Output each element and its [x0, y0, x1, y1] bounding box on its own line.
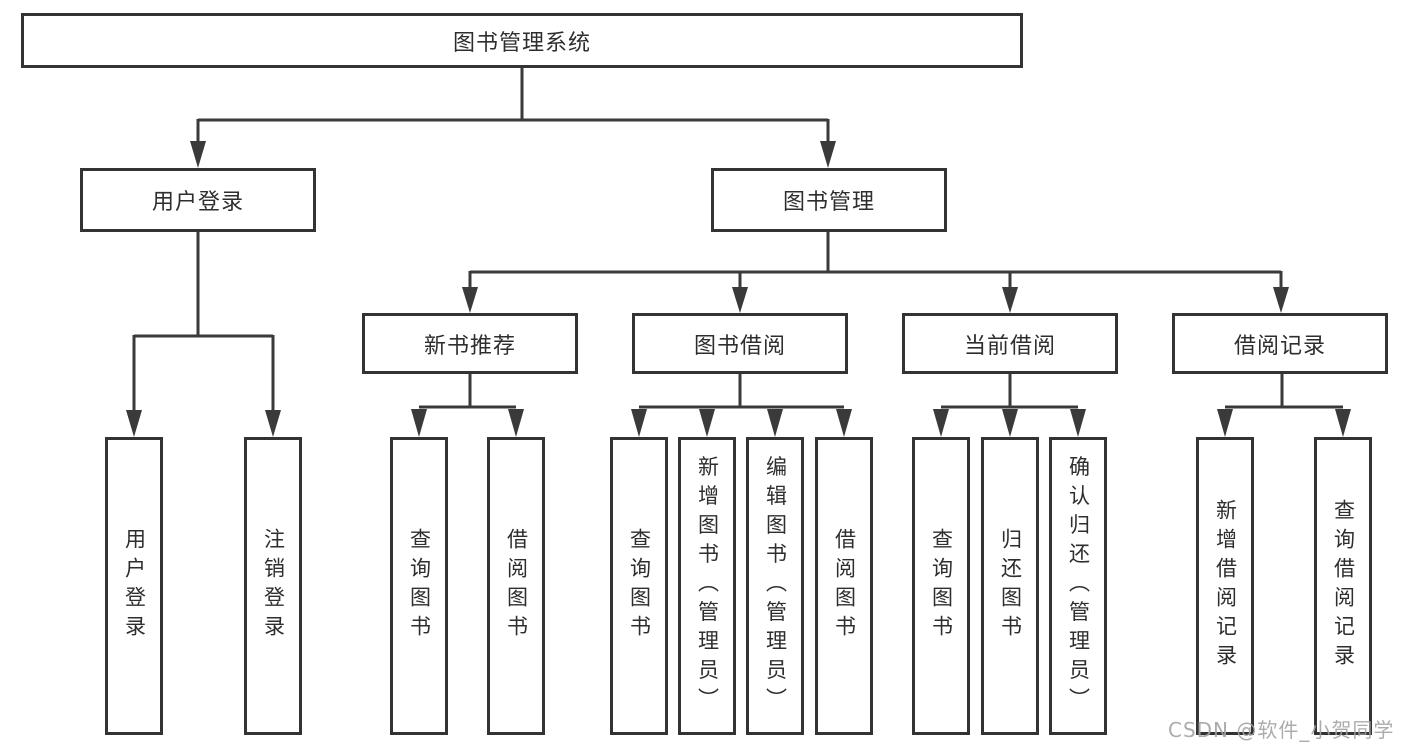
- leaf-return-book-label: 归还图书: [998, 528, 1023, 644]
- node-new-book-recommend: 新书推荐: [362, 313, 578, 374]
- node-book-management: 图书管理: [711, 168, 947, 232]
- leaf-edit-book-admin: 编辑图书（管理员）: [746, 437, 804, 735]
- node-book-borrowing: 图书借阅: [632, 313, 848, 374]
- watermark: CSDN @软件_小贺同学: [1168, 718, 1395, 742]
- leaf-query-book-current: 查询图书: [912, 437, 970, 735]
- leaf-query-book-current-label: 查询图书: [929, 528, 954, 644]
- node-new-book-recommend-label: 新书推荐: [423, 333, 516, 359]
- node-book-borrowing-label: 图书借阅: [693, 333, 786, 359]
- node-user-login-label: 用户登录: [151, 190, 244, 215]
- leaf-query-borrow-record-label: 查询借阅记录: [1331, 499, 1356, 673]
- leaf-add-borrow-record: 新增借阅记录: [1196, 437, 1254, 735]
- leaf-add-book-admin: 新增图书（管理员）: [678, 437, 736, 735]
- leaf-user-login: 用户登录: [105, 437, 163, 735]
- leaf-edit-book-admin-label: 编辑图书（管理员）: [763, 455, 788, 717]
- leaf-add-borrow-record-label: 新增借阅记录: [1213, 499, 1238, 673]
- leaf-borrow-book-recommend-label: 借阅图书: [504, 528, 529, 644]
- leaf-confirm-return-admin: 确认归还（管理员）: [1049, 437, 1107, 735]
- leaf-borrow-book-recommend: 借阅图书: [487, 437, 545, 735]
- leaf-query-borrow-record: 查询借阅记录: [1314, 437, 1372, 735]
- leaf-logout: 注销登录: [244, 437, 302, 735]
- leaf-user-login-label: 用户登录: [122, 528, 147, 644]
- leaf-return-book: 归还图书: [981, 437, 1039, 735]
- leaf-query-book-borrowing: 查询图书: [610, 437, 668, 735]
- leaf-borrow-book-label: 借阅图书: [832, 528, 857, 644]
- node-root-label: 图书管理系统: [452, 30, 591, 56]
- node-user-login: 用户登录: [80, 168, 316, 232]
- leaf-query-book-recommend-label: 查询图书: [407, 528, 432, 644]
- node-current-borrowing-label: 当前借阅: [963, 333, 1056, 359]
- leaf-query-book-borrowing-label: 查询图书: [627, 528, 652, 644]
- leaf-logout-label: 注销登录: [261, 528, 286, 644]
- node-root: 图书管理系统: [21, 13, 1023, 68]
- node-borrowing-records-label: 借阅记录: [1233, 333, 1326, 359]
- node-current-borrowing: 当前借阅: [902, 313, 1118, 374]
- arrowheads: [126, 141, 1351, 437]
- leaf-add-book-admin-label: 新增图书（管理员）: [695, 455, 720, 717]
- node-borrowing-records: 借阅记录: [1172, 313, 1388, 374]
- node-book-management-label: 图书管理: [782, 190, 875, 215]
- leaf-confirm-return-admin-label: 确认归还（管理员）: [1066, 455, 1091, 717]
- leaf-query-book-recommend: 查询图书: [390, 437, 448, 735]
- leaf-borrow-book: 借阅图书: [815, 437, 873, 735]
